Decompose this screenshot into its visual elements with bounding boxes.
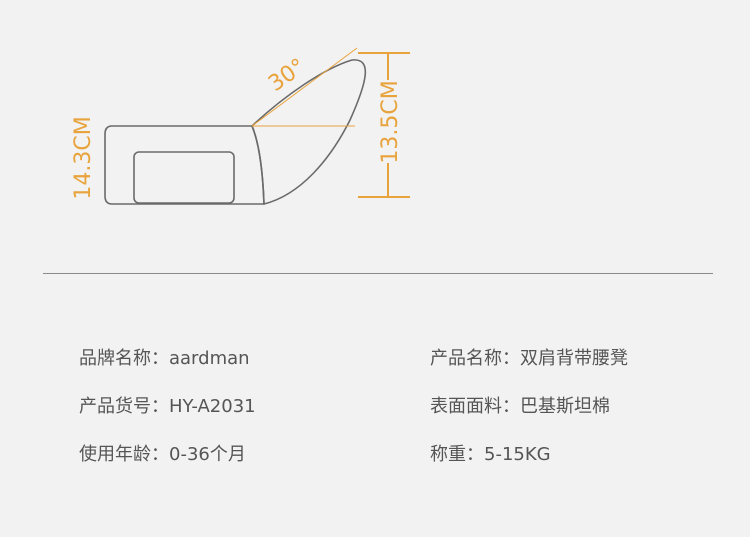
spec-label: 品牌名称： (79, 348, 169, 369)
spec-value: aardman (169, 348, 250, 369)
spec-value: 巴基斯坦棉 (520, 396, 610, 417)
spec-surface-fabric: 表面面料：巴基斯坦棉 (430, 395, 610, 419)
spec-brand-name: 品牌名称：aardman (79, 347, 250, 371)
spec-value: 0-36个月 (169, 444, 246, 465)
seat-base-outline (104, 125, 265, 205)
angle-label: 30° (264, 54, 310, 97)
spec-value: HY-A2031 (169, 396, 256, 417)
spec-age-range: 使用年龄：0-36个月 (79, 443, 246, 467)
seat-inner-panel (133, 151, 235, 204)
spec-value: 双肩背带腰凳 (520, 348, 628, 369)
spec-weight-capacity: 称重：5-15KG (430, 443, 551, 467)
angle-incline-line (251, 47, 358, 127)
backrest-outline (251, 59, 367, 206)
right-height-label: 13.5CM (378, 80, 403, 163)
spec-label: 产品名称： (430, 348, 520, 369)
section-divider (43, 273, 713, 274)
spec-value: 5-15KG (484, 444, 551, 465)
left-height-label: 14.3CM (71, 116, 96, 199)
spec-label: 产品货号： (79, 396, 169, 417)
spec-product-code: 产品货号：HY-A2031 (79, 395, 256, 419)
spec-label: 表面面料： (430, 396, 520, 417)
spec-label: 称重： (430, 444, 484, 465)
product-dimension-diagram: 30° 13.5CM 14.3CM (71, 47, 410, 206)
spec-product-name: 产品名称：双肩背带腰凳 (430, 347, 628, 371)
spec-label: 使用年龄： (79, 444, 169, 465)
